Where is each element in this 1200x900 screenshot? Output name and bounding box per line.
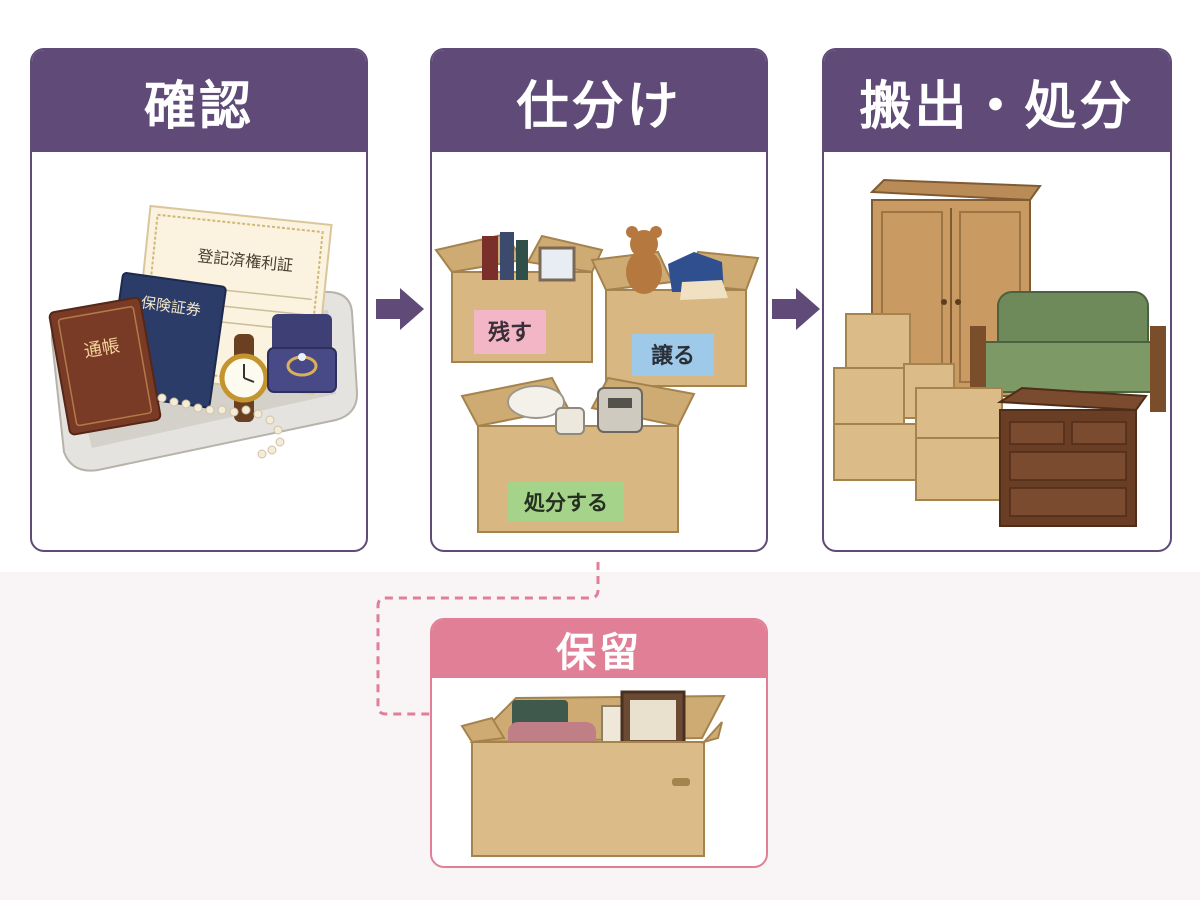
ring-box (267, 314, 337, 393)
box-keep: 残す (434, 232, 604, 363)
box-give: 譲る (590, 226, 760, 387)
step-card-removal: 搬出・処分 (822, 48, 1172, 552)
chest-of-drawers (996, 386, 1148, 527)
label-give: 譲る (651, 343, 695, 369)
arrow-right-icon (772, 288, 820, 330)
box-dispose: 処分する (460, 376, 696, 533)
hold-box-illustration (460, 690, 726, 857)
label-dispose: 処分する (524, 491, 608, 515)
sorting-boxes-illustration: 残す 譲る 処分する (434, 226, 760, 533)
arrow-right-icon (376, 288, 424, 330)
hold-box (460, 690, 726, 857)
step-title-sorting: 仕分け (432, 50, 766, 152)
valuables-tray-illustration: 登記済権利証 保険証券 通帳 (48, 204, 359, 472)
hold-title: 保留 (432, 620, 766, 678)
wristwatch (219, 334, 269, 422)
pearl-necklace (157, 393, 285, 459)
cardboard-box-stack (833, 313, 1003, 501)
step-title-removal: 搬出・処分 (824, 50, 1170, 152)
label-keep: 残す (488, 320, 532, 346)
step-card-confirm: 確認 登記済権利証 保険証券 通帳 (30, 48, 368, 552)
bankbook: 通帳 (48, 296, 162, 436)
hold-connector-line (376, 562, 600, 716)
furniture-removal-illustration (833, 178, 1166, 527)
step-title-confirm: 確認 (32, 50, 366, 152)
step-card-sorting: 仕分け 残す 譲る (430, 48, 768, 552)
hold-card: 保留 (430, 618, 768, 868)
